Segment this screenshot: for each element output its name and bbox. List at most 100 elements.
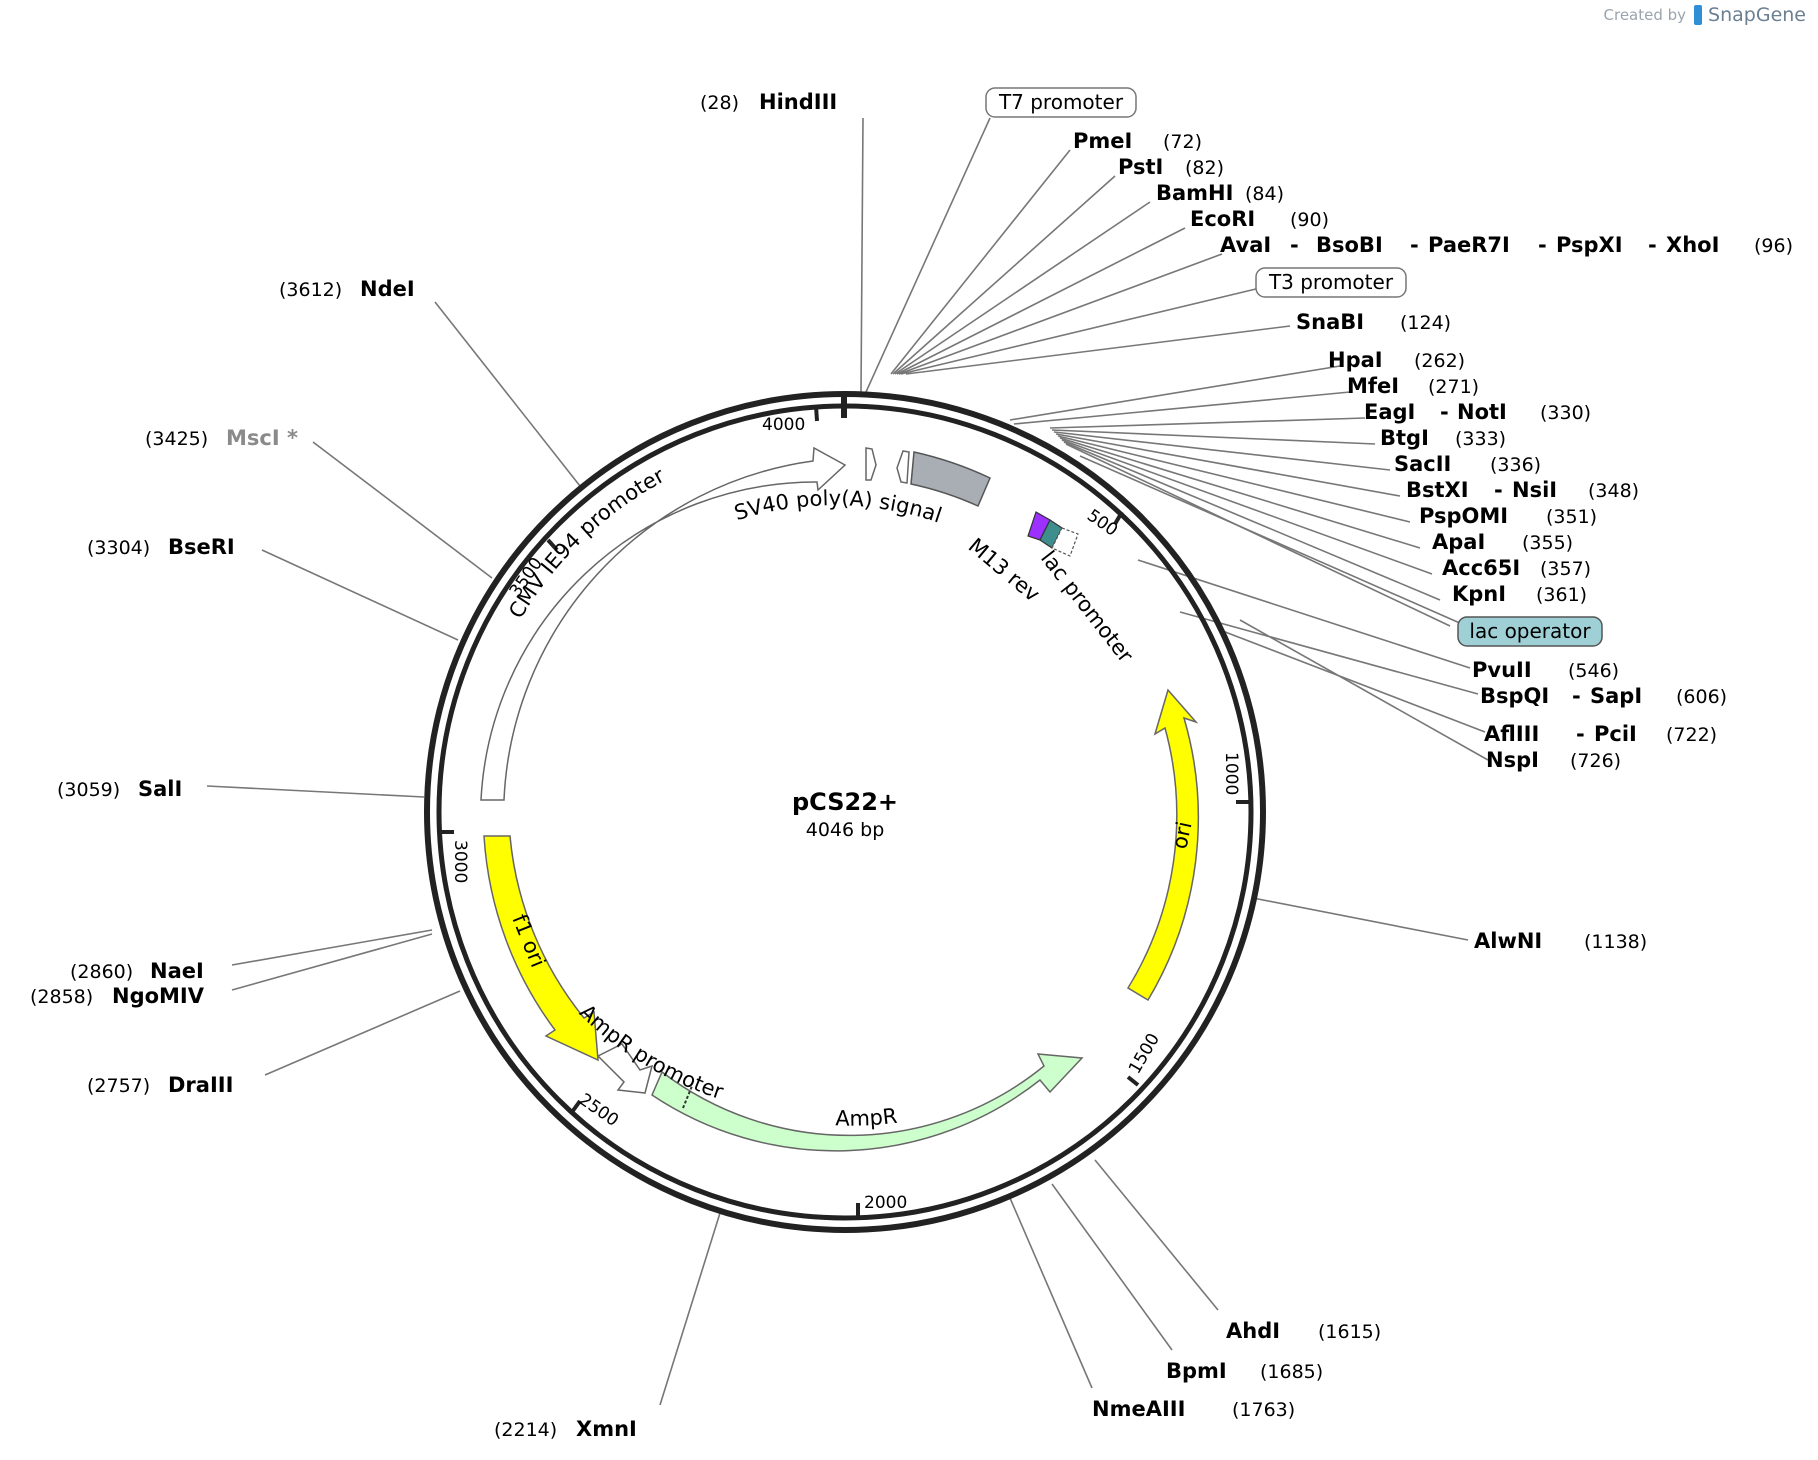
svg-text:(90): (90): [1290, 209, 1329, 231]
site-sali[interactable]: (3059) SalI: [57, 777, 182, 801]
svg-text:BstXI: BstXI: [1406, 478, 1469, 502]
svg-text:AvaI: AvaI: [1220, 233, 1271, 257]
site-bamhi[interactable]: BamHI(84): [1156, 181, 1284, 205]
svg-text:BsoBI: BsoBI: [1316, 233, 1383, 257]
tick-label: 2000: [864, 1193, 907, 1213]
svg-text:PciI: PciI: [1594, 722, 1637, 746]
site-msci[interactable]: (3425)MscI *: [145, 426, 298, 450]
svg-text:NaeI: NaeI: [150, 959, 204, 983]
svg-text:-: -: [1290, 233, 1299, 257]
svg-text:(2757): (2757): [87, 1075, 150, 1097]
site-draiii[interactable]: (2757) DraIII: [87, 1073, 233, 1097]
site-naei[interactable]: (2860) NaeI: [70, 959, 204, 983]
site-eagi-group[interactable]: EagI-NotI(330): [1364, 400, 1591, 424]
svg-text:EagI: EagI: [1364, 400, 1415, 424]
site-btgi[interactable]: BtgI(333): [1380, 426, 1506, 450]
snapgene-credit: Created by SnapGene: [1604, 4, 1806, 26]
ampr-promoter-feature: [596, 1043, 654, 1094]
site-ecori[interactable]: EcoRI (90): [1190, 207, 1329, 231]
svg-text:(3612): (3612): [279, 279, 342, 301]
svg-text:MscI *: MscI *: [226, 426, 298, 450]
svg-text:SalI: SalI: [138, 777, 182, 801]
site-bpmi[interactable]: BpmI (1685): [1166, 1359, 1323, 1383]
svg-text:(1138): (1138): [1584, 931, 1647, 953]
site-pvuii[interactable]: PvuII(546): [1472, 658, 1619, 682]
tick-label: 1000: [1221, 752, 1241, 795]
svg-text:(271): (271): [1428, 376, 1479, 398]
svg-text:(1615): (1615): [1318, 1321, 1381, 1343]
site-ndei[interactable]: (3612) NdeI: [279, 277, 415, 301]
site-psti[interactable]: PstI(82): [1118, 155, 1224, 179]
snapgene-logo-icon: [1694, 5, 1703, 25]
lac-operator-label: lac operator: [1469, 619, 1591, 643]
svg-text:-: -: [1572, 684, 1581, 708]
site-bseri[interactable]: (3304)BseRI: [87, 535, 235, 559]
lac-operator-box[interactable]: lac operator: [1457, 616, 1603, 647]
plasmid-name: pCS22+: [792, 788, 898, 816]
site-apai[interactable]: ApaI(355): [1432, 530, 1573, 554]
svg-text:PaeR7I: PaeR7I: [1428, 233, 1510, 257]
svg-text:(357): (357): [1540, 558, 1591, 580]
t7-promoter-label: T7 promoter: [998, 90, 1124, 114]
site-bstxi-group[interactable]: BstXI-NsiI(348): [1406, 478, 1639, 502]
tick-label: 2500: [575, 1090, 622, 1131]
svg-text:-: -: [1576, 722, 1585, 746]
svg-text:(330): (330): [1540, 402, 1591, 424]
svg-text:(262): (262): [1414, 350, 1465, 372]
ori-feature: [1126, 688, 1200, 1002]
site-avai-group[interactable]: AvaI -BsoBI -PaeR7I -PspXI -XhoI (96): [1220, 233, 1793, 257]
svg-text:XhoI: XhoI: [1666, 233, 1719, 257]
tick-marks: [439, 405, 1251, 1218]
site-nspi[interactable]: NspI(726): [1486, 748, 1621, 772]
svg-text:(726): (726): [1570, 750, 1621, 772]
svg-text:(2214): (2214): [494, 1419, 557, 1441]
svg-text:(1685): (1685): [1260, 1361, 1323, 1383]
svg-text:ApaI: ApaI: [1432, 530, 1485, 554]
t3-promoter-box[interactable]: T3 promoter: [1255, 267, 1407, 298]
ori-label: ori: [1167, 819, 1196, 851]
svg-text:(351): (351): [1546, 506, 1597, 528]
svg-text:(3304): (3304): [87, 537, 150, 559]
svg-text:(336): (336): [1490, 454, 1541, 476]
svg-text:BpmI: BpmI: [1166, 1359, 1227, 1383]
svg-text:BspQI: BspQI: [1480, 684, 1549, 708]
site-alwni[interactable]: AlwNI(1138): [1474, 929, 1647, 953]
site-mfei[interactable]: MfeI(271): [1347, 374, 1479, 398]
svg-text:NmeAIII: NmeAIII: [1092, 1397, 1185, 1421]
site-pspomi[interactable]: PspOMI (351): [1419, 504, 1597, 528]
site-hpai[interactable]: HpaI(262): [1328, 348, 1465, 372]
site-acc65i[interactable]: Acc65I (357): [1442, 556, 1591, 580]
site-sacii[interactable]: SacII (336): [1394, 452, 1541, 476]
cmv-promoter-feature: [480, 446, 847, 801]
site-hindiii[interactable]: (28)HindIII: [700, 90, 837, 114]
svg-text:Acc65I: Acc65I: [1442, 556, 1520, 580]
site-bspqi-group[interactable]: BspQI-SapI(606): [1480, 684, 1727, 708]
svg-text:PspOMI: PspOMI: [1419, 504, 1508, 528]
svg-text:EcoRI: EcoRI: [1190, 207, 1255, 231]
site-pmei[interactable]: PmeI(72): [1073, 129, 1202, 153]
t3-promoter-label: T3 promoter: [1268, 270, 1394, 294]
svg-text:(348): (348): [1588, 480, 1639, 502]
svg-text:(546): (546): [1568, 660, 1619, 682]
svg-text:(2858): (2858): [30, 986, 93, 1008]
svg-text:SacII: SacII: [1394, 452, 1451, 476]
svg-text:KpnI: KpnI: [1452, 582, 1506, 606]
svg-text:SnaBI: SnaBI: [1296, 310, 1364, 334]
lac-promoter-label: lac promoter: [1036, 546, 1138, 667]
site-nmeaiii[interactable]: NmeAIII(1763): [1092, 1397, 1295, 1421]
svg-text:NdeI: NdeI: [360, 277, 415, 301]
svg-text:(82): (82): [1185, 157, 1224, 179]
svg-text:BtgI: BtgI: [1380, 426, 1429, 450]
t7-promoter-box[interactable]: T7 promoter: [985, 87, 1137, 118]
svg-text:(2860): (2860): [70, 961, 133, 983]
site-kpni[interactable]: KpnI(361): [1452, 582, 1587, 606]
site-xmni[interactable]: (2214)XmnI: [494, 1417, 637, 1441]
site-ngomiv[interactable]: (2858)NgoMIV: [30, 984, 205, 1008]
plasmid-length: 4046 bp: [806, 819, 885, 841]
svg-text:(3059): (3059): [57, 779, 120, 801]
sv40-label: SV40 poly(A) signal: [731, 486, 944, 527]
site-ahdi[interactable]: AhdI(1615): [1226, 1319, 1381, 1343]
svg-text:DraIII: DraIII: [168, 1073, 233, 1097]
site-afliii-group[interactable]: AflIII-PciI(722): [1484, 722, 1717, 746]
site-snabi[interactable]: SnaBI(124): [1296, 310, 1451, 334]
